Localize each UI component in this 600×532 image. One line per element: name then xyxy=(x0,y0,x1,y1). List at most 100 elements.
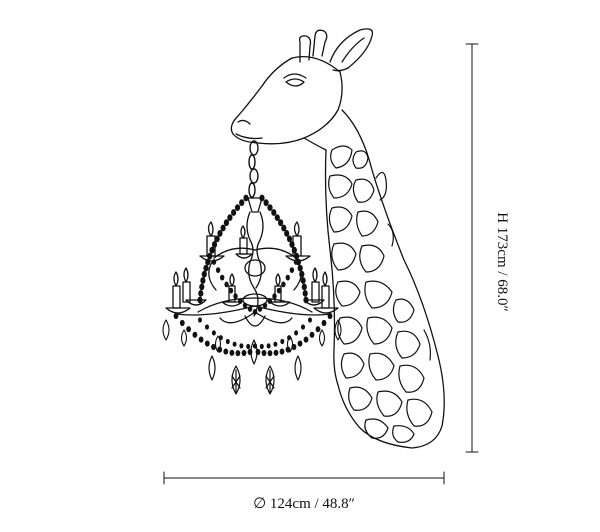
bead xyxy=(278,219,284,227)
crystal-drops xyxy=(208,339,302,395)
giraffe-horn-front xyxy=(312,29,328,57)
bead xyxy=(203,264,209,272)
bead xyxy=(259,194,265,202)
bead xyxy=(272,293,277,300)
bead xyxy=(233,293,238,300)
bead xyxy=(297,340,303,347)
bead xyxy=(198,317,202,323)
bead xyxy=(242,302,248,309)
bead xyxy=(289,267,295,273)
bead xyxy=(246,343,251,350)
bead xyxy=(271,209,277,216)
bead xyxy=(321,319,327,327)
bead xyxy=(267,204,273,212)
bead xyxy=(211,330,216,336)
bead xyxy=(263,199,269,207)
bead xyxy=(192,331,198,338)
bead xyxy=(301,283,307,291)
bead xyxy=(274,214,280,222)
bead xyxy=(215,267,221,273)
bead xyxy=(281,224,287,232)
bead xyxy=(214,235,220,243)
bead xyxy=(211,241,218,248)
bead xyxy=(284,230,290,237)
giraffe-ear xyxy=(329,28,374,72)
bead xyxy=(289,241,295,248)
bead xyxy=(267,298,272,304)
bead xyxy=(299,270,305,278)
giraffe-figure xyxy=(230,28,445,449)
bead xyxy=(239,199,245,207)
giraffe-head xyxy=(230,55,343,145)
bead xyxy=(224,281,229,288)
bead xyxy=(294,330,299,336)
bead xyxy=(220,224,226,232)
bead xyxy=(211,343,216,351)
bead xyxy=(223,348,229,355)
bead xyxy=(302,290,308,297)
bead xyxy=(241,349,247,357)
bead xyxy=(267,350,273,357)
bead xyxy=(286,235,293,243)
bead xyxy=(300,277,306,284)
bead xyxy=(200,277,206,284)
bead xyxy=(303,296,309,304)
giraffe-horn-back xyxy=(298,35,312,63)
width-label: ∅ 124cm / 48.8″ xyxy=(253,496,355,512)
height-dimension xyxy=(465,43,479,453)
bead xyxy=(186,326,192,333)
bead xyxy=(223,219,229,227)
bead xyxy=(173,312,179,320)
bead xyxy=(280,338,285,345)
bead xyxy=(205,258,211,266)
bead xyxy=(252,309,258,315)
height-label: H 173cm / 68.0″ xyxy=(494,212,510,312)
bead xyxy=(229,349,235,356)
bead xyxy=(211,259,217,265)
bead xyxy=(232,341,237,347)
chandelier xyxy=(162,140,342,395)
bead xyxy=(309,331,315,338)
bead-swags xyxy=(173,194,333,357)
bead xyxy=(247,306,253,312)
bead xyxy=(225,338,230,345)
bead xyxy=(279,348,285,355)
bead xyxy=(276,287,282,294)
bead xyxy=(243,194,249,202)
width-dimension xyxy=(163,471,445,485)
bead xyxy=(262,302,268,309)
chandelier-chain xyxy=(248,140,259,198)
bead xyxy=(198,290,204,297)
bead xyxy=(217,230,223,237)
giraffe-spots xyxy=(328,145,433,443)
bead xyxy=(266,343,271,349)
bead xyxy=(291,246,297,254)
bead xyxy=(293,259,299,265)
bead xyxy=(204,340,210,347)
bead xyxy=(273,349,279,356)
pendant-drops xyxy=(162,319,342,353)
bead xyxy=(297,264,303,272)
bead xyxy=(315,326,321,333)
giraffe-eye xyxy=(285,78,305,87)
bead xyxy=(198,336,204,343)
bead xyxy=(308,317,312,323)
bead xyxy=(199,283,205,291)
bead xyxy=(231,209,237,216)
bead xyxy=(285,274,290,281)
bead xyxy=(327,312,333,320)
bead xyxy=(303,336,309,343)
bead xyxy=(209,246,215,254)
bead xyxy=(293,252,300,260)
bead xyxy=(234,204,241,212)
bead xyxy=(220,274,225,281)
bead xyxy=(261,349,267,357)
bead xyxy=(238,298,243,304)
bead xyxy=(273,341,278,347)
chandelier-stem xyxy=(242,197,268,327)
bead xyxy=(235,350,241,357)
bead xyxy=(259,343,264,350)
giraffe-neck-front xyxy=(324,109,445,449)
bead xyxy=(207,252,213,260)
